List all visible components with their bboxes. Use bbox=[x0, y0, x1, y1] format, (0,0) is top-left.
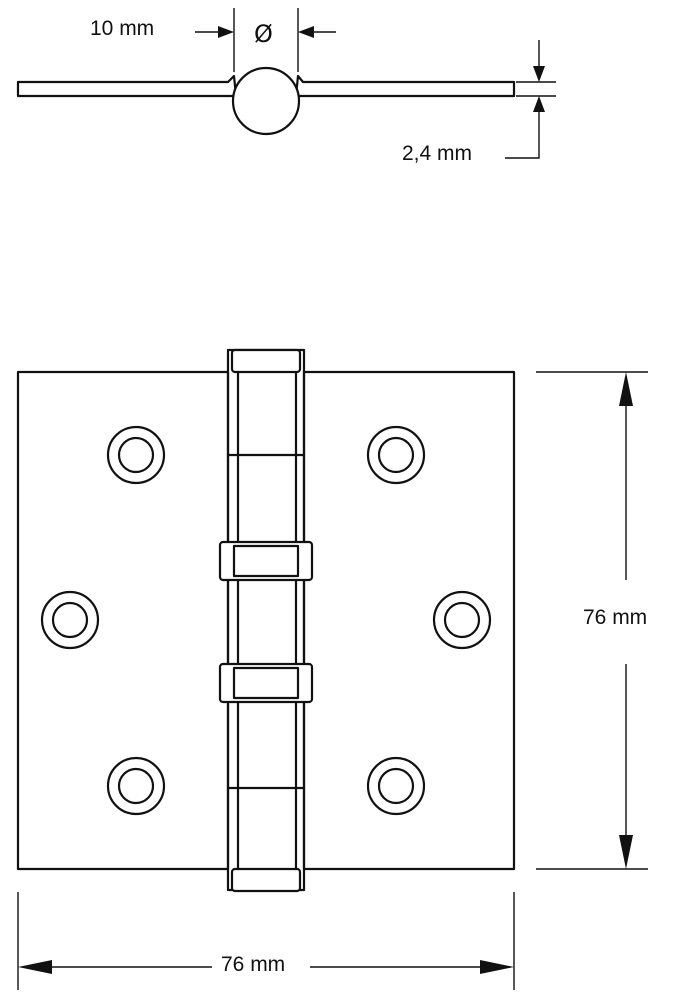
thickness-arrow-bottom bbox=[533, 96, 545, 112]
bearing-upper-inner bbox=[232, 544, 300, 578]
left-leaf-section bbox=[16, 74, 238, 98]
right-leaf-section bbox=[294, 74, 516, 98]
screw-hole bbox=[106, 425, 166, 485]
width-arrow-right bbox=[480, 960, 514, 974]
leaf-width-label: 10 mm bbox=[90, 17, 154, 40]
top-view: 10 mm Ø 2,4 mm bbox=[16, 8, 556, 165]
height-label: 76 mm bbox=[583, 606, 647, 629]
screw-hole bbox=[366, 756, 426, 816]
diameter-symbol: Ø bbox=[254, 20, 273, 48]
front-view: 76 mm 76 mm bbox=[16, 348, 648, 990]
width-label: 76 mm bbox=[221, 953, 285, 976]
barrel bbox=[226, 348, 306, 892]
thickness-arrow-top bbox=[533, 66, 545, 82]
screw-hole bbox=[40, 590, 100, 650]
bearing-lower-inner bbox=[232, 666, 300, 700]
thickness-label: 2,4 mm bbox=[402, 142, 472, 165]
knuckle-circle bbox=[231, 66, 301, 136]
left-leaf bbox=[16, 370, 230, 871]
height-arrow-top bbox=[619, 372, 633, 406]
screw-hole bbox=[432, 590, 492, 650]
top-cap bbox=[230, 348, 302, 374]
bottom-cap bbox=[230, 867, 302, 893]
diameter-arrow bbox=[298, 26, 314, 38]
screw-hole bbox=[366, 425, 426, 485]
width-arrow-left bbox=[18, 960, 52, 974]
screw-hole bbox=[106, 756, 166, 816]
thickness-leader bbox=[505, 112, 540, 159]
height-arrow-bottom bbox=[619, 835, 633, 869]
right-leaf bbox=[302, 370, 516, 871]
bearing-lower bbox=[218, 662, 314, 704]
leaf-width-arrow bbox=[218, 26, 234, 38]
bearing-upper bbox=[218, 540, 314, 582]
